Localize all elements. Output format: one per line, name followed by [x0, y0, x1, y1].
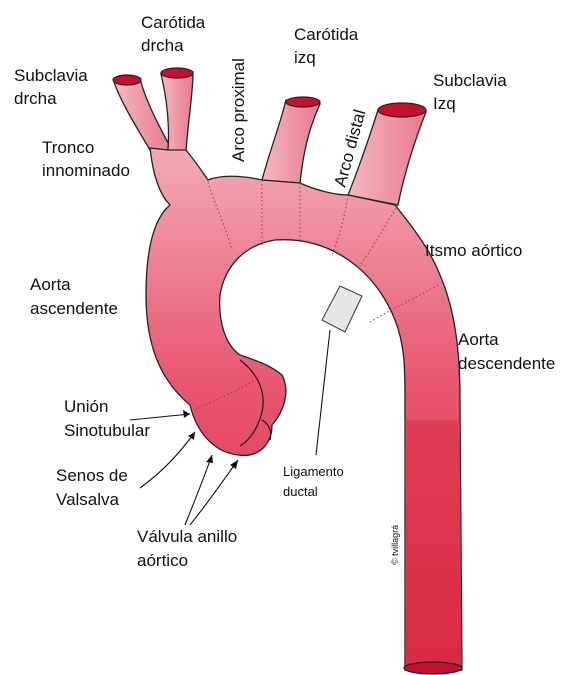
label-tronco-innominado: Tronco innominado [42, 138, 130, 180]
label-aorta-ascendente: Aorta ascendente [30, 275, 118, 318]
label-carotida-izq: Carótida izq [294, 25, 363, 67]
carotida-drcha-lumen [161, 68, 193, 78]
senos-arrowhead [188, 432, 195, 440]
union-pointer [130, 414, 190, 420]
ligamento-pointer [316, 330, 330, 455]
label-union-sinotubular: Unión Sinotubular [64, 397, 150, 440]
label-arco-proximal: Arco proximal [229, 58, 248, 162]
ligamento-ductal-shape [322, 286, 362, 332]
valvula-pointer-2 [190, 460, 238, 525]
label-itsmo-aortico: Itsmo aórtico [425, 241, 522, 260]
label-subclavia-izq: Subclavia Izq [433, 71, 511, 113]
label-subclavia-drcha: Subclavia drcha [14, 66, 92, 108]
label-ligamento-ductal: Ligamento ductal [283, 464, 347, 499]
label-carotida-drcha: Carótida drcha [141, 13, 210, 55]
union-arrowhead [183, 410, 190, 418]
carotida-izq-vessel [262, 100, 320, 183]
carotida-izq-lumen [286, 97, 320, 107]
subclavia-drcha-lumen [113, 75, 141, 85]
valvula-arrowhead-1 [206, 455, 213, 463]
aorta-descendente-lumen [404, 662, 462, 674]
descending-aorta-shade [405, 420, 462, 670]
label-senos-valsalva: Senos de Valsalva [56, 466, 133, 509]
copyright-label: © tvillagrá [390, 525, 400, 565]
subclavia-drcha-vessel [114, 78, 172, 150]
subclavia-izq-lumen [378, 103, 426, 117]
label-valvula-anillo: Válvula anillo aórtico [137, 527, 242, 570]
label-aorta-descendente: Aorta descendente [458, 330, 555, 373]
senos-pointer [140, 432, 195, 488]
valvula-arrowhead-2 [230, 460, 238, 469]
